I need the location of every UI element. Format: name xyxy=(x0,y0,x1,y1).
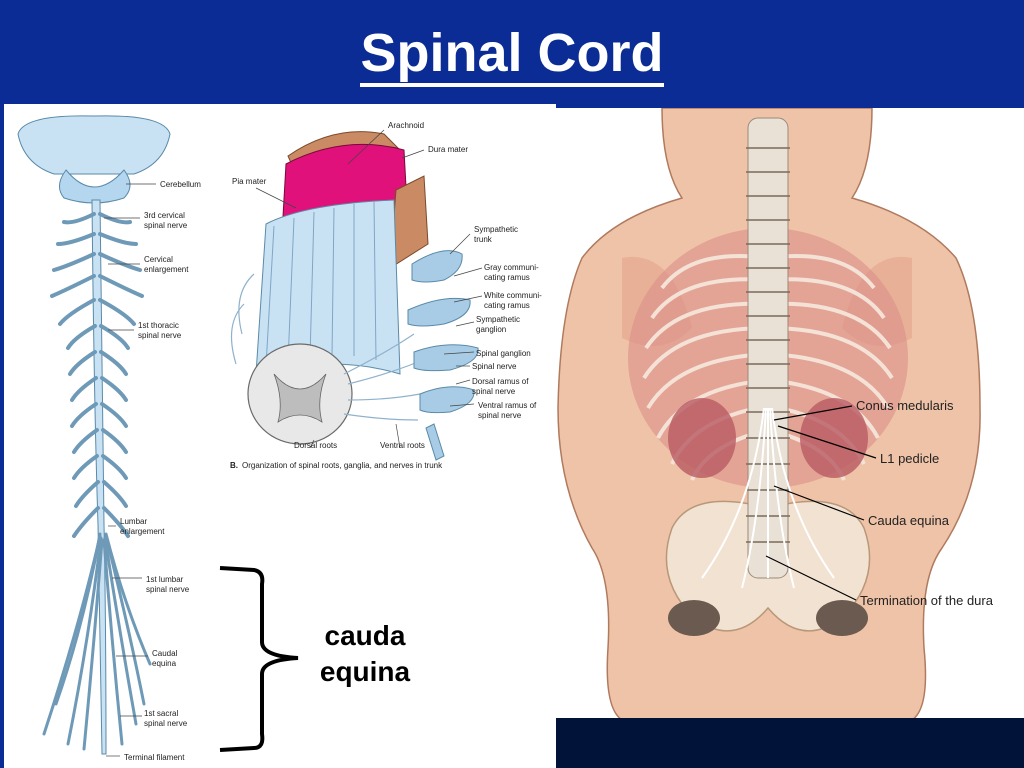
label-caudal-equina-2: equina xyxy=(152,659,177,668)
label-sympathetic-trunk-1: Sympathetic xyxy=(474,225,518,234)
label-termination-dura: Termination of the dura xyxy=(860,593,994,608)
figure-b-spinal-roots: Arachnoid Dura mater Pia mater Sympathet… xyxy=(230,121,542,470)
label-dorsal-ramus-2: spinal nerve xyxy=(472,387,516,396)
label-arachnoid: Arachnoid xyxy=(388,121,424,130)
slide-title-text: Spinal Cord xyxy=(360,23,664,87)
label-lumbar-enlargement-2: enlargement xyxy=(120,527,165,536)
figure-a-leader-lines xyxy=(104,183,156,757)
label-cervical-enlargement-2: enlargement xyxy=(144,265,189,274)
label-gray-ramus-2: cating ramus xyxy=(484,273,530,282)
label-spinal-ganglion: Spinal ganglion xyxy=(476,349,531,358)
cauda-equina-label-line2: equina xyxy=(319,656,411,687)
label-terminal-filament: Terminal filament xyxy=(124,753,185,762)
label-3rd-cervical-1: 3rd cervical xyxy=(144,211,185,220)
left-figure-panel: Cerebellum 3rd cervical spinal nerve Cer… xyxy=(4,104,556,768)
right-figure-panel: Conus medularis L1 pedicle Cauda equina … xyxy=(552,108,1024,720)
figure-c-leader-lines xyxy=(765,405,877,601)
cord-fibers xyxy=(265,201,377,367)
spinal-cord-shape xyxy=(91,199,107,755)
label-white-ramus-1: White communi- xyxy=(484,291,542,300)
right-hip-socket xyxy=(816,600,868,636)
label-dorsal-ramus-1: Dorsal ramus of xyxy=(472,377,529,386)
cauda-equina-nerves xyxy=(701,407,835,589)
label-pia-mater: Pia mater xyxy=(232,177,267,186)
label-ventral-ramus-1: Ventral ramus of xyxy=(478,401,537,410)
label-1st-thoracic-2: spinal nerve xyxy=(138,331,182,340)
bottom-dark-strip xyxy=(556,718,1024,768)
label-1st-lumbar-1: 1st lumbar xyxy=(146,575,184,584)
label-cervical-enlargement-1: Cervical xyxy=(144,255,173,264)
ganglia-nerves xyxy=(407,250,479,461)
label-dura-mater: Dura mater xyxy=(428,145,468,154)
gray-matter xyxy=(273,373,327,423)
slide-title: Spinal Cord xyxy=(0,22,1024,87)
label-ventral-ramus-2: spinal nerve xyxy=(478,411,522,420)
caption-letter: B. xyxy=(230,461,238,470)
label-gray-ramus-1: Gray communi- xyxy=(484,263,539,272)
label-ventral-roots: Ventral roots xyxy=(380,441,425,450)
label-lumbar-enlargement-1: Lumbar xyxy=(120,517,147,526)
figure-c-back-anatomy: Conus medularis L1 pedicle Cauda equina … xyxy=(557,108,994,720)
label-cauda-equina: Cauda equina xyxy=(868,513,950,528)
label-sympathetic-ganglion-2: ganglion xyxy=(476,325,506,334)
cauda-equina-label-line1: cauda xyxy=(324,620,406,651)
label-l1-pedicle: L1 pedicle xyxy=(880,451,939,466)
cauda-equina-fibers xyxy=(42,532,152,751)
label-cerebellum: Cerebellum xyxy=(160,180,201,189)
label-sympathetic-trunk-2: trunk xyxy=(474,235,493,244)
spinal-nerve-roots xyxy=(50,212,144,538)
label-white-ramus-2: cating ramus xyxy=(484,301,530,310)
cerebrum-shape xyxy=(17,115,171,175)
left-hip-socket xyxy=(668,600,720,636)
figure-b-caption: Organization of spinal roots, ganglia, a… xyxy=(242,461,443,470)
rootlets xyxy=(230,273,421,421)
cauda-equina-label: cauda equina xyxy=(300,618,430,690)
figure-a-spinal-cord: Cerebellum 3rd cervical spinal nerve Cer… xyxy=(17,115,201,762)
figure-a-b-svg: Cerebellum 3rd cervical spinal nerve Cer… xyxy=(17,115,542,762)
label-1st-sacral-1: 1st sacral xyxy=(144,709,178,718)
right-kidney xyxy=(800,398,868,478)
figure-b-leader-lines xyxy=(255,129,483,449)
label-conus-medularis: Conus medularis xyxy=(856,398,954,413)
label-dorsal-roots: Dorsal roots xyxy=(294,441,337,450)
label-caudal-equina-1: Caudal xyxy=(152,649,178,658)
label-1st-sacral-2: spinal nerve xyxy=(144,719,188,728)
left-kidney xyxy=(668,398,736,478)
label-3rd-cervical-2: spinal nerve xyxy=(144,221,188,230)
figure-c-svg: Conus medularis L1 pedicle Cauda equina … xyxy=(557,108,994,720)
label-1st-thoracic-1: 1st thoracic xyxy=(138,321,179,330)
cord-body xyxy=(255,199,401,375)
cerebellum-shape xyxy=(59,169,131,204)
label-1st-lumbar-2: spinal nerve xyxy=(146,585,190,594)
label-spinal-nerve: Spinal nerve xyxy=(472,362,517,371)
label-sympathetic-ganglion-1: Sympathetic xyxy=(476,315,520,324)
cauda-equina-bracket xyxy=(219,566,299,752)
